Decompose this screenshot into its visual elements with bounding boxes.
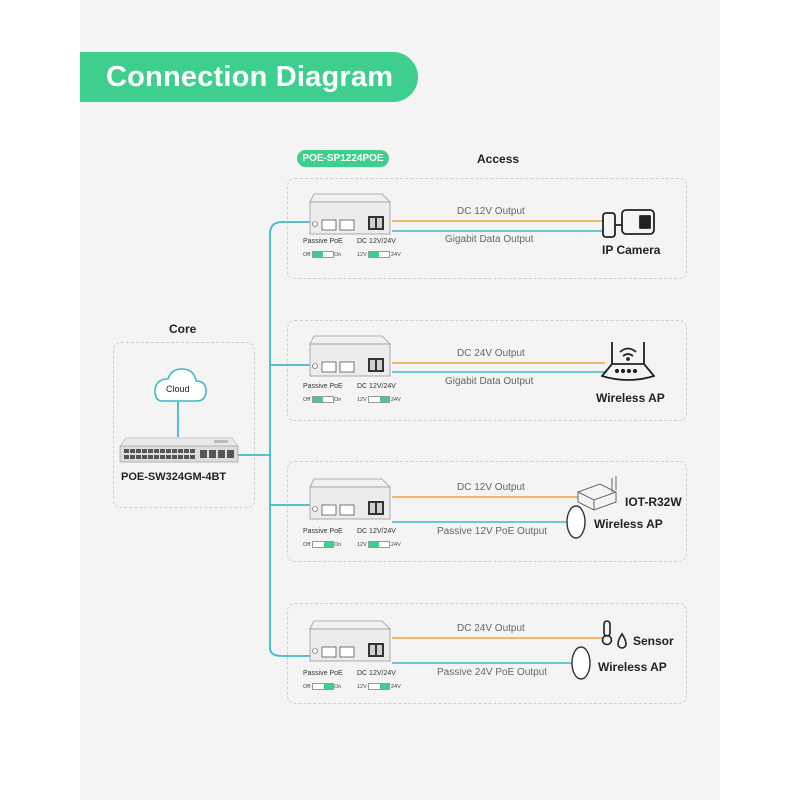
- device-name-iot-r32w: IOT-R32W: [625, 495, 682, 509]
- power-lines: [392, 220, 605, 639]
- access-box-4: [287, 603, 687, 704]
- on-label-3: On: [334, 542, 342, 548]
- off-label-3: Off: [303, 542, 311, 548]
- device-name-sensor: Sensor: [633, 634, 674, 648]
- passive-poe-label-4: Passive PoE: [303, 670, 343, 677]
- cloud-icon: [154, 368, 207, 402]
- dc-label-4: DC 12V/24V: [357, 670, 396, 677]
- v12-label-3: 12V: [357, 542, 367, 548]
- data-output-label-2: Gigabit Data Output: [445, 376, 534, 387]
- core-heading: Core: [169, 322, 197, 336]
- voltage-switch-2[interactable]: [368, 396, 390, 403]
- power-output-label-2: DC 24V Output: [457, 348, 525, 359]
- model-badge: POE-SP1224POE: [297, 150, 389, 167]
- trunk-wire: [232, 221, 310, 657]
- device-name-wireless-ap-4: Wireless AP: [598, 660, 667, 674]
- cloud-label: Cloud: [166, 384, 190, 394]
- passive-poe-label-1: Passive PoE: [303, 238, 343, 245]
- v24-label-1: 24V: [391, 252, 401, 258]
- poe-switch-4[interactable]: [312, 683, 334, 690]
- on-label-1: On: [334, 252, 342, 258]
- core-box: [113, 342, 255, 508]
- on-label-4: On: [334, 684, 342, 690]
- device-name-wireless-ap-3: Wireless AP: [594, 517, 663, 531]
- access-heading: Access: [477, 152, 520, 166]
- off-label-2: Off: [303, 397, 311, 403]
- sensor-icon: [601, 620, 627, 649]
- v12-label-1: 12V: [357, 252, 367, 258]
- v24-label-4: 24V: [391, 684, 401, 690]
- access-point-icon-row4: [571, 646, 591, 680]
- access-box-1: [287, 178, 687, 279]
- access-point-icon-row3: [566, 505, 586, 539]
- splitter-1: [309, 193, 391, 235]
- poe-switch-1[interactable]: [312, 251, 334, 258]
- splitter-3: [309, 478, 391, 520]
- off-label-1: Off: [303, 252, 311, 258]
- voltage-switch-4[interactable]: [368, 683, 390, 690]
- off-label-4: Off: [303, 684, 311, 690]
- data-lines: [392, 230, 607, 664]
- dc-label-3: DC 12V/24V: [357, 528, 396, 535]
- page-title: Connection Diagram: [80, 52, 418, 102]
- poe-switch-2[interactable]: [312, 396, 334, 403]
- power-output-label-3: DC 12V Output: [457, 482, 525, 493]
- camera-icon: [602, 209, 655, 238]
- device-name-wireless-ap-2: Wireless AP: [596, 391, 665, 405]
- splitter-2: [309, 335, 391, 377]
- v12-label-4: 12V: [357, 684, 367, 690]
- data-output-label-4: Passive 24V PoE Output: [437, 667, 548, 678]
- gateway-icon: [577, 476, 617, 511]
- data-output-label-3: Passive 12V PoE Output: [437, 526, 548, 537]
- passive-poe-label-2: Passive PoE: [303, 383, 343, 390]
- access-box-3: [287, 461, 687, 562]
- access-box-2: [287, 320, 687, 421]
- v24-label-3: 24V: [391, 542, 401, 548]
- router-icon: [601, 342, 655, 381]
- power-output-label-1: DC 12V Output: [457, 206, 525, 217]
- dc-label-2: DC 12V/24V: [357, 383, 396, 390]
- poe-switch-3[interactable]: [312, 541, 334, 548]
- voltage-switch-3[interactable]: [368, 541, 390, 548]
- v12-label-2: 12V: [357, 397, 367, 403]
- voltage-switch-1[interactable]: [368, 251, 390, 258]
- data-output-label-1: Gigabit Data Output: [445, 234, 534, 245]
- switch-name: POE-SW324GM-4BT: [121, 471, 227, 483]
- dc-label-1: DC 12V/24V: [357, 238, 396, 245]
- on-label-2: On: [334, 397, 342, 403]
- v24-label-2: 24V: [391, 397, 401, 403]
- device-name-ip-camera: IP Camera: [602, 243, 661, 257]
- switch-graphic: [119, 437, 239, 463]
- splitter-4: [309, 620, 391, 662]
- passive-poe-label-3: Passive PoE: [303, 528, 343, 535]
- power-output-label-4: DC 24V Output: [457, 623, 525, 634]
